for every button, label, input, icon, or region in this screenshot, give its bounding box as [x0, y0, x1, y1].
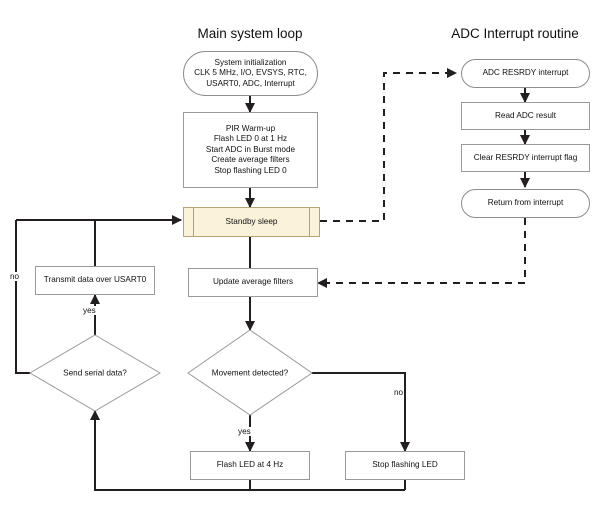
node-return-from-interrupt: Return from interrupt [461, 189, 590, 218]
edge-label-serial-no: no [9, 272, 21, 281]
node-transmit-data-label: Transmit data over USART0 [43, 275, 147, 285]
node-transmit-data: Transmit data over USART0 [35, 266, 155, 295]
node-stop-flashing-led-label: Stop flashing LED [372, 460, 438, 470]
node-stop-flashing-led: Stop flashing LED [345, 451, 465, 480]
node-adc-resrdy-interrupt-label: ADC RESRDY interrupt [482, 68, 569, 78]
edge-return-to-filters [317, 218, 526, 288]
edge-movement-no [312, 372, 410, 452]
node-return-from-interrupt-label: Return from interrupt [487, 198, 564, 208]
edge-serial-no [15, 220, 30, 374]
edge-label-movement-no: no [393, 388, 405, 397]
node-system-initialization-label: System initialization CLK 5 MHz, I/O, EV… [194, 57, 307, 88]
node-flash-led: Flash LED at 4 Hz [190, 451, 310, 480]
node-clear-resrdy-flag: Clear RESRDY interrupt flag [461, 144, 590, 172]
node-update-average-filters: Update average filters [188, 268, 318, 297]
predefined-process-bar-right [309, 208, 310, 236]
node-system-initialization: System initialization CLK 5 MHz, I/O, EV… [183, 51, 318, 96]
node-read-adc-result-label: Read ADC result [495, 110, 556, 120]
node-update-average-filters-label: Update average filters [212, 277, 294, 287]
decision-movement-detected: Movement detected? [188, 330, 312, 415]
decision-movement-detected-label: Movement detected? [211, 368, 289, 377]
node-standby-sleep-label: Standby sleep [225, 216, 278, 226]
node-pir-warmup: PIR Warm-up Flash LED 0 at 1 Hz Start AD… [183, 112, 318, 188]
decision-send-serial-data: Send serial data? [30, 335, 160, 411]
node-adc-resrdy-interrupt: ADC RESRDY interrupt [461, 59, 590, 88]
decision-send-serial-data-label: Send serial data? [63, 368, 127, 378]
node-pir-warmup-label: PIR Warm-up Flash LED 0 at 1 Hz Start AD… [205, 123, 296, 175]
edge-standby-to-interrupt [320, 68, 457, 222]
edge-label-movement-yes: yes [237, 427, 252, 436]
node-flash-led-label: Flash LED at 4 Hz [216, 460, 284, 470]
edge-label-serial-yes: yes [82, 306, 97, 315]
node-standby-sleep: Standby sleep [183, 207, 320, 237]
main-loop-title: Main system loop [197, 26, 303, 41]
node-read-adc-result: Read ADC result [461, 102, 590, 130]
predefined-process-bar-left [193, 208, 194, 236]
interrupt-routine-title: ADC Interrupt routine [451, 26, 579, 41]
node-clear-resrdy-flag-label: Clear RESRDY interrupt flag [473, 152, 578, 162]
